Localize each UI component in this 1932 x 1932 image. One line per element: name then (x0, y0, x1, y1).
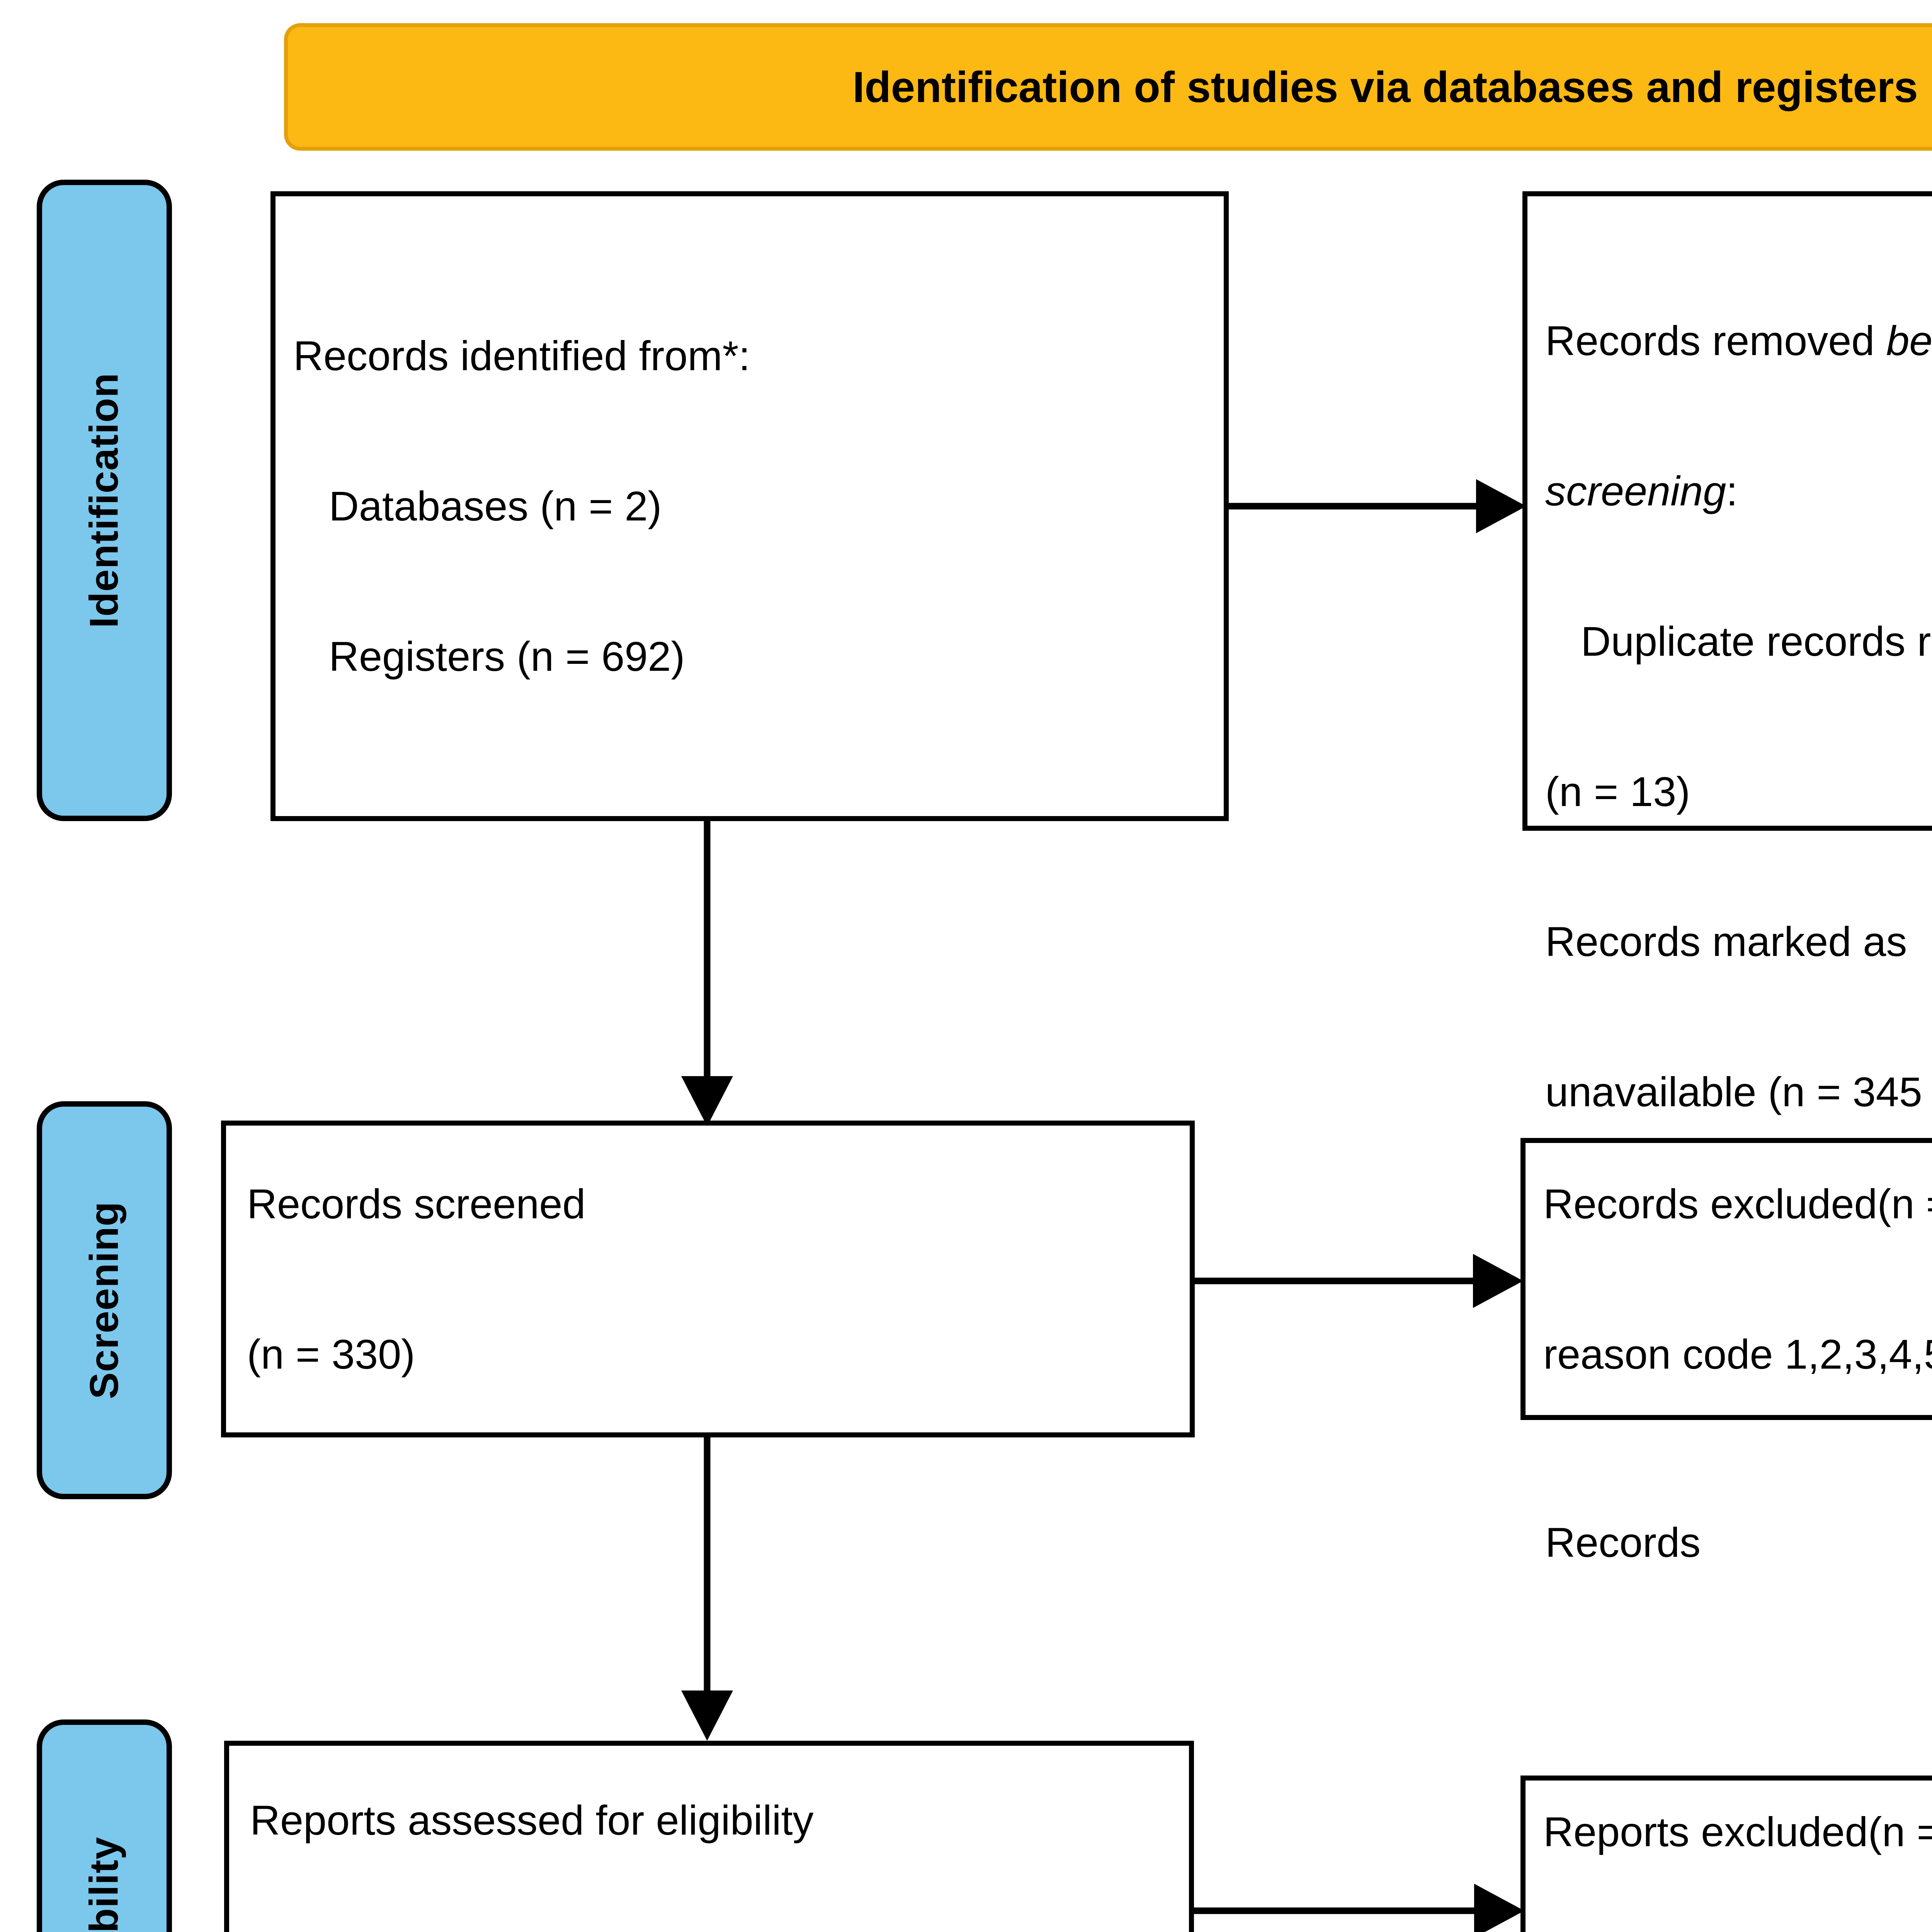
box-records-excluded-text: Records excluded(n = 175) for reason cod… (1526, 1079, 1932, 1480)
records-removed-lead-2: screening: (1545, 467, 1738, 514)
records-removed-item-4: unavailable (n = 345 ) (1545, 1068, 1932, 1116)
records-removed-lead: Records removed before (1545, 317, 1932, 364)
records-removed-item-3: Records marked as (1545, 918, 1907, 965)
box-records-identified: Records identified from*: Databases (n =… (270, 191, 1229, 821)
stage-tab-identification: Identification (37, 180, 172, 821)
records-screened-line-2: (n = 330) (247, 1330, 415, 1378)
records-removed-item-1: Duplicate records removed (1581, 617, 1932, 665)
connector-identified-to-screened (674, 821, 740, 1126)
box-records-screened: Records screened (n = 330) (221, 1121, 1195, 1437)
connector-identified-to-removed (1229, 471, 1526, 541)
stage-tab-identification-label: Identification (82, 372, 127, 628)
records-identified-line-3: Registers (n = 692) (329, 633, 685, 680)
records-excluded-line-1: Records excluded(n = 175) for (1543, 1180, 1932, 1227)
records-removed-item-2: (n = 13) (1545, 768, 1690, 815)
box-reports-assessed: Reports assessed for eligibility (n = 15… (224, 1741, 1194, 1932)
connector-screened-to-eligibility (674, 1437, 740, 1741)
box-records-screened-text: Records screened (n = 330) (226, 1079, 603, 1480)
records-removed-item-7: Records (1545, 1519, 1701, 1566)
box-reports-assessed-text: Reports assessed for eligibility (n = 15… (229, 1695, 832, 1932)
records-identified-line-1: Records identified from*: (293, 332, 750, 379)
box-records-excluded: Records excluded(n = 175) for reason cod… (1520, 1138, 1932, 1420)
connector-eligibility-to-excluded (1194, 1876, 1524, 1932)
box-records-removed: Records removed before screening: Duplic… (1522, 191, 1932, 1566)
stage-tab-screening: Screening (37, 1101, 172, 1499)
banner-title: Identification of studies via databases … (852, 63, 1918, 111)
stage-tab-eligibility: Eligibility (37, 1719, 172, 1932)
diagram-header-banner: Identification of studies via databases … (284, 23, 1932, 151)
records-identified-line-2: Databases (n = 2) (329, 483, 662, 530)
connector-screened-to-excluded (1195, 1246, 1523, 1316)
stage-tab-screening-label: Screening (82, 1201, 127, 1399)
reports-assessed-line-1: Reports assessed for eligibility (250, 1796, 814, 1844)
stage-tab-eligibility-label: Eligibility (82, 1837, 127, 1932)
records-excluded-line-2: reason code 1,2,3,4,5 (1543, 1330, 1932, 1378)
records-screened-line-1: Records screened (247, 1180, 586, 1227)
box-reports-excluded: Reports excluded(n = 119) for reason cod… (1520, 1776, 1932, 1932)
box-records-identified-text: Records identified from*: Databases (n =… (276, 231, 768, 782)
reports-excluded-line-1: Reports excluded(n = 119) for (1543, 1808, 1932, 1855)
box-reports-excluded-text: Reports excluded(n = 119) for reason cod… (1526, 1707, 1932, 1932)
